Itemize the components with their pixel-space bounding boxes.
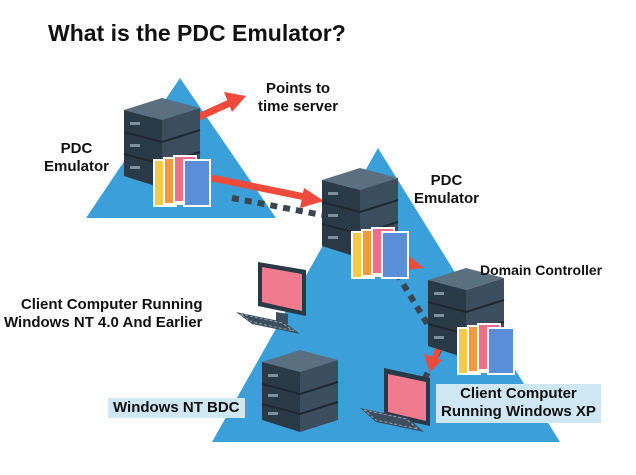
dotted-link-left-center	[231, 195, 323, 218]
client-xp-label: Client Computer Running Windows XP	[436, 384, 601, 423]
folder-icon	[351, 227, 409, 279]
dotted-link-dc-xp	[421, 336, 448, 382]
folder-icon	[457, 323, 515, 375]
points-to-time-server-label: Points to time server	[258, 80, 339, 116]
pdc-emulator-left-label: PDC Emulator	[44, 140, 110, 176]
page-title: What is the PDC Emulator?	[48, 20, 346, 46]
monitor-icon	[258, 262, 306, 324]
windows-nt-bdc-label: Windows NT BDC	[108, 398, 245, 419]
arrow-left-to-center	[211, 174, 324, 208]
monitor-icon	[384, 368, 430, 426]
folder-icon	[153, 155, 211, 207]
keyboard-icon	[360, 408, 424, 432]
client-nt4-label: Client Computer Running Windows NT 4.0 A…	[4, 296, 203, 332]
arrow-to-time-server	[190, 92, 246, 124]
server-icon	[261, 350, 339, 432]
pdc-emulator-center-label: PDC Emulator	[414, 172, 480, 208]
keyboard-icon	[236, 312, 300, 334]
domain-controller-label: Domain Controller	[480, 262, 603, 278]
